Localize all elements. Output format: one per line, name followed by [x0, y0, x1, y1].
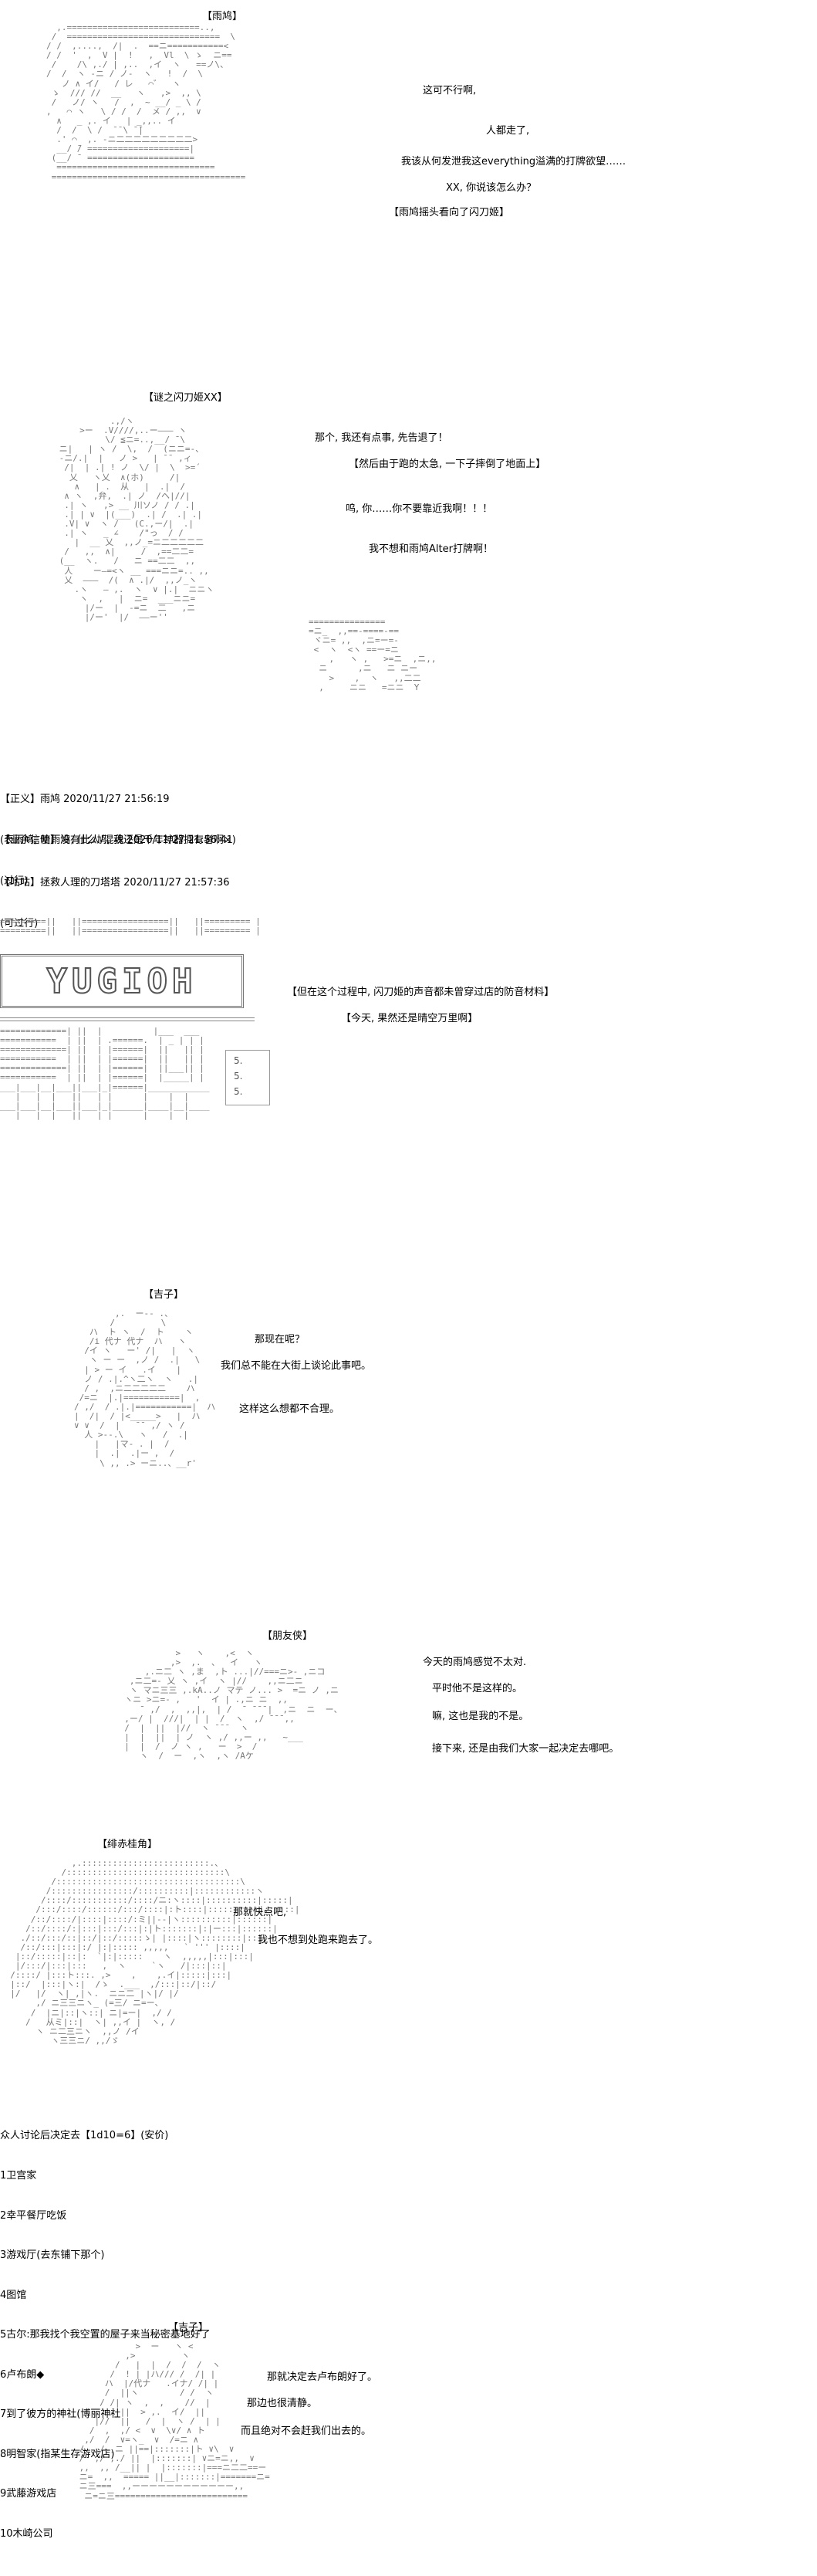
- panel4-ascii-art: ,. ー-- .、 / \ ハ ト ヽ / ト ヽ /i 代ナ 代ナ ハ ヽ /…: [74, 1308, 216, 1468]
- shop-sign-text: YUGIOH: [46, 961, 197, 1002]
- panel5-line-3: 嘛, 这也是我的不是。: [432, 1711, 529, 1722]
- panel4-line-3: 这样这么想都不合理。: [239, 1403, 340, 1415]
- panel7-speaker: 【吉子】: [168, 2322, 209, 2334]
- comment-3-body: (可过行): [0, 917, 39, 929]
- panel2-line-2: 【然后由于跑的太急, 一下子摔倒了地面上】: [349, 459, 546, 470]
- vote-option-2: 2幸平餐厅吃饭: [0, 2209, 67, 2222]
- panel2-ascii-art: .,/ヽ >ー .V////,..ー――― ヽ \/ ≦ニ=..,__/ ̄ \…: [59, 416, 214, 622]
- panel4-speaker: 【吉子】: [143, 1289, 184, 1301]
- panel1-speaker: 【雨鸠】: [202, 11, 243, 22]
- panel2-ascii-effects: =============== =ニ_ ,,==-====-== ヾニ= ,, …: [309, 617, 437, 692]
- panel6-ascii-art: ,.:::::::::::::::::::::::::.、 /:::::::::…: [10, 1858, 300, 2046]
- panel5-line-2: 平时他不是这样的。: [432, 1683, 523, 1694]
- comment-2: 【业余信使】没有此人/混魂 2020/11/27 21:56:41 (过行): [0, 807, 233, 902]
- shop-rule-1: [0, 1017, 255, 1018]
- shelf-label-3: 5.: [234, 1086, 243, 1097]
- panel7-line-3: 而且绝对不会赶我们出去的。: [241, 2425, 372, 2437]
- shelf-label-1: 5.: [234, 1055, 243, 1066]
- panel1-line-3: 我该从何发泄我这everything溢满的打牌欲望……: [401, 156, 626, 168]
- panel2-speaker: 【谜之闪刀姬XX】: [143, 392, 228, 404]
- vote-option-1: 1卫宫家: [0, 2170, 37, 2182]
- panel7-ascii-art: > ー ヽ < ,> ヽ / | | / / / ヽ / ! | |ハ/// /…: [79, 2341, 270, 2501]
- panel1-line-1: 这可不行啊,: [423, 85, 477, 96]
- panel5-ascii-art: > ヽ ,< ヽ ,> ,. 、 イ ヽ ,.ニ二 ヽ ,ま ,ト ...|//…: [124, 1648, 343, 1762]
- panel4-line-2: 我们总不能在大街上谈论此事吧。: [221, 1360, 372, 1372]
- vote-title: 众人讨论后决定去【1d10=6】(安价): [0, 2130, 169, 2141]
- vote-option-4: 4图馆: [0, 2289, 27, 2301]
- panel6-speaker: 【绯赤桂角】: [97, 1839, 158, 1850]
- shop-ascii-front: =============| || | |___ ___ ===========…: [0, 1026, 210, 1120]
- panel3-line-1: 【但在这个过程中, 闪刀姬的声音都未曾穿过店的防音材料】: [287, 987, 555, 998]
- shop-sign: YUGIOH: [0, 954, 244, 1008]
- panel1-line-2: 人都走了,: [486, 125, 530, 137]
- comment-1: 【正义】雨鸠 2020/11/27 21:56:19 (表雨鸠, 暗雨鸠, 什么…: [0, 766, 236, 861]
- panel6-line-2: 我也不想到处跑来跑去了。: [258, 1935, 379, 1946]
- comment-1-header: 【正义】雨鸠 2020/11/27 21:56:19: [0, 794, 170, 806]
- shop-shelf: 5. 5. 5.: [225, 1050, 270, 1105]
- panel5-speaker: 【朋友侠】: [262, 1630, 313, 1642]
- panel1-ascii-art: ,.==========================.., / ======…: [46, 22, 246, 182]
- shelf-label-2: 5.: [234, 1071, 243, 1082]
- comment-3-header: 【咕咕】拯救人理的刀塔塔 2020/11/27 21:57:36: [0, 877, 230, 889]
- panel5-line-1: 今天的雨鸠感觉不太对.: [423, 1657, 527, 1668]
- vote-options: 1卫宫家 2幸平餐厅吃饭 3游戏厅(去东铺下那个) 4图馆 5古尔:那我找个我空…: [0, 2143, 211, 2554]
- vote-option-9: 9武藤游戏店: [0, 2488, 57, 2500]
- panel1-line-5: 【雨鸠摇头看向了闪刀姬】: [389, 207, 510, 218]
- panel6-line-1: 那就快点吧,: [233, 1907, 287, 1918]
- comment-2-body: (过行): [0, 875, 29, 887]
- shop-ascii-roof: =========|| ||=================|| ||====…: [0, 916, 261, 936]
- vote-option-8: 8明智家(指某生存游戏店): [0, 2448, 115, 2460]
- comment-1-body: (表雨鸠, 暗雨鸠, 什么鸠, 我还是千年神器拥有者啊×): [0, 834, 236, 846]
- comment-3: 【咕咕】拯救人理的刀塔塔 2020/11/27 21:57:36 (可过行): [0, 849, 230, 944]
- panel2-line-3: 呜, 你……你不要靠近我啊！！！: [346, 503, 493, 515]
- vote-option-7: 7到了彼方的神社(博丽神社: [0, 2408, 121, 2421]
- panel7-line-1: 那就决定去卢布朗好了。: [267, 2371, 378, 2383]
- comment-2-header: 【业余信使】没有此人/混魂 2020/11/27 21:56:41: [0, 834, 233, 847]
- panel7-line-2: 那边也很清静。: [247, 2398, 318, 2409]
- panel4-line-1: 那现在呢？: [255, 1334, 306, 1346]
- panel5-line-4: 接下来, 还是由我们大家一起决定去哪吧。: [432, 1743, 620, 1755]
- vote-option-3: 3游戏厅(去东铺下那个): [0, 2249, 105, 2262]
- panel2-line-4: 我不想和雨鸠Alter打牌啊！: [369, 543, 493, 555]
- panel1-line-4: XX, 你说该怎么办？: [446, 182, 537, 194]
- vote-option-6: 6卢布朗◆: [0, 2368, 45, 2381]
- panel2-line-1: 那个, 我还有点事, 先告退了！: [315, 432, 448, 444]
- panel3-line-2: 【今天, 果然还是晴空万里啊】: [341, 1013, 478, 1024]
- vote-option-10: 10木崎公司: [0, 2527, 53, 2540]
- vote-option-5: 5古尔:那我找个我空置的屋子来当秘密基地好了: [0, 2329, 211, 2341]
